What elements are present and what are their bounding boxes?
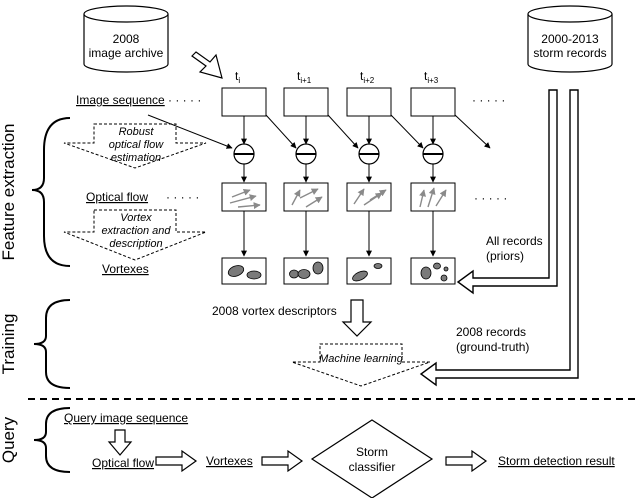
time-label-1: ti+1 [297, 69, 312, 85]
storm-records-years: 2000-2013 [541, 32, 599, 46]
robust-flow-step: Robust optical flow estimation [63, 123, 207, 169]
query-arrow-1 [155, 449, 198, 473]
vortex-frame-1 [283, 257, 329, 285]
vortex-frame-0 [221, 257, 267, 285]
subtract-node-2 [358, 143, 380, 165]
query-down-arrow [107, 429, 133, 456]
query-image-sequence-label: Query image sequence [64, 411, 188, 425]
query-arrow-3 [445, 449, 488, 473]
descriptors-arrow [341, 299, 373, 337]
storm-detection-result-label: Storm detection result [498, 454, 615, 468]
archive-arrow [191, 51, 223, 79]
flow-frame-2 [346, 182, 392, 212]
storm-records-name: storm records [533, 46, 606, 60]
right-ellipsis-top: · · · · · [472, 93, 505, 107]
all-records-sub: (priors) [486, 249, 524, 263]
flow-frame-3 [410, 182, 456, 212]
time-labels: ti ti+1 ti+2 ti+3 [235, 69, 439, 85]
right-ellipsis-mid: · · · · · [474, 191, 507, 205]
all-records-label: All records [486, 234, 543, 248]
storm-records-db: 2000-2013 storm records [527, 5, 613, 73]
optical-flow-label: Optical flow [86, 190, 148, 204]
time-label-2: ti+2 [360, 69, 375, 85]
records-2008-label: 2008 records [456, 325, 526, 339]
robust-flow-line-3: estimation [111, 152, 161, 164]
vortex-extraction-line-2: extraction and [101, 225, 171, 237]
image-archive-year: 2008 [113, 32, 140, 46]
image-archive-name: image archive [89, 46, 164, 60]
vortex-extraction-step: Vortex extraction and description [63, 209, 207, 261]
query-optical-flow-label: Optical flow [92, 456, 154, 470]
image-sequence-ellipsis: · · · · · [168, 93, 201, 107]
query-label: Query [0, 416, 18, 463]
image-sequence-label: Image sequence [76, 93, 165, 107]
image-frame-2 [346, 87, 392, 117]
vortex-descriptors-label: 2008 vortex descriptors [212, 304, 337, 318]
query-bracket [33, 407, 71, 473]
subtract-node-1 [295, 143, 317, 165]
machine-learning-step: Machine learning [291, 343, 431, 387]
subtract-node-0 [233, 143, 255, 165]
ground-truth-arrow [419, 89, 579, 387]
flow-frame-1 [283, 182, 329, 212]
subtract-node-3 [422, 143, 444, 165]
training-bracket [33, 299, 71, 389]
records-2008-sub: (ground-truth) [456, 340, 529, 354]
vortex-extraction-line-3: description [109, 238, 162, 250]
feature-extraction-bracket [31, 117, 71, 267]
robust-flow-line-2: optical flow [109, 139, 164, 151]
robust-flow-line-1: Robust [119, 126, 155, 138]
query-vortexes-label: Vortexes [206, 454, 253, 468]
vortex-frame-3 [410, 257, 456, 285]
vortex-frame-2 [346, 257, 392, 285]
image-frame-1 [283, 87, 329, 117]
storm-classifier-line-1: Storm [356, 445, 388, 459]
priors-arrow [456, 89, 558, 295]
query-arrow-2 [261, 449, 304, 473]
machine-learning-label: Machine learning [319, 353, 404, 365]
feature-extraction-label: Feature extraction [0, 123, 18, 260]
vortexes-label: Vortexes [102, 262, 149, 276]
time-label-0: ti [235, 69, 240, 85]
training-label: Training [0, 314, 18, 375]
frame-grid [147, 87, 491, 285]
image-archive-db: 2008 image archive [83, 5, 169, 73]
storm-classifier-line-2: classifier [349, 460, 396, 474]
optical-flow-ellipsis: · · · · · [166, 190, 199, 204]
storm-classifier: Storm classifier [310, 419, 434, 498]
time-label-3: ti+3 [424, 69, 439, 85]
vortex-extraction-line-1: Vortex [120, 212, 152, 224]
image-frame-3 [410, 87, 456, 117]
flow-frame-0 [221, 182, 267, 212]
image-frame-0 [221, 87, 267, 117]
